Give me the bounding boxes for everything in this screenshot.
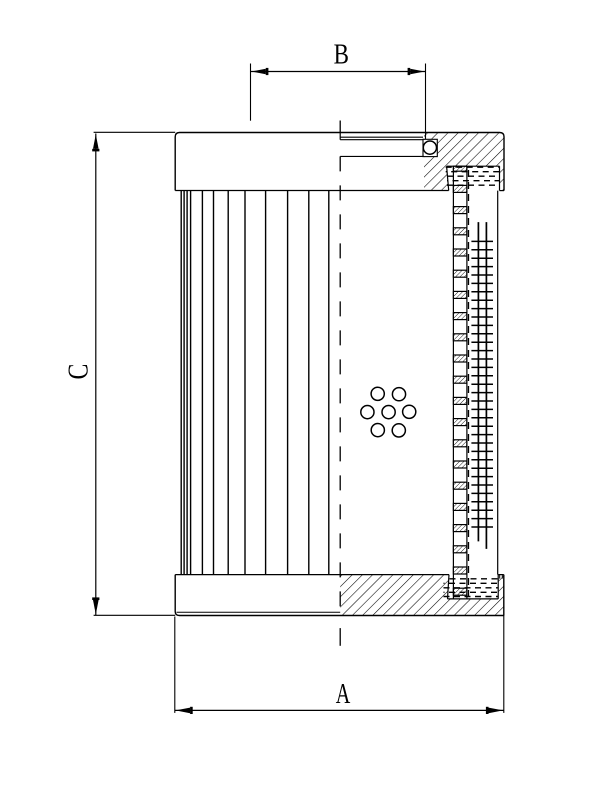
svg-text:A: A — [336, 679, 351, 710]
svg-text:B: B — [334, 39, 349, 71]
svg-text:C: C — [61, 364, 94, 380]
